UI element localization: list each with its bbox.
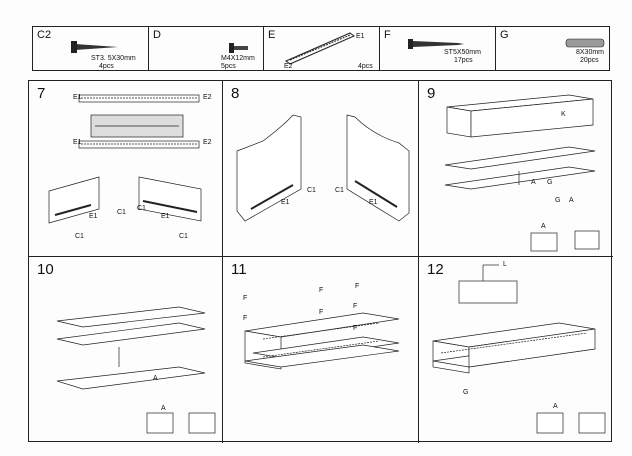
screw-icon bbox=[71, 41, 118, 53]
step-11-illustration bbox=[244, 312, 400, 370]
part-spec-e2: E2 bbox=[284, 63, 293, 70]
label-a: A bbox=[153, 375, 158, 382]
label-e1: E1 bbox=[161, 213, 170, 220]
label-c1: C1 bbox=[137, 205, 146, 212]
label-e1: E1 bbox=[73, 94, 82, 101]
part-spec: ST3. 5X30mm bbox=[91, 55, 136, 62]
label-a: A bbox=[541, 223, 546, 230]
step-12: 12 L G A bbox=[419, 257, 613, 443]
label-f: F bbox=[319, 309, 324, 316]
label-f: F bbox=[353, 325, 358, 332]
label-e1: E1 bbox=[369, 199, 378, 206]
step-number: 12 bbox=[427, 261, 444, 278]
part-qty: 5pcs bbox=[221, 63, 236, 70]
assembly-steps: 7 E1 E2 E1 E2 C1 C1 bbox=[28, 80, 613, 443]
part-qty: 4pcs bbox=[99, 63, 114, 70]
label-f: F bbox=[319, 287, 324, 294]
part-code: E bbox=[268, 29, 276, 41]
step-number: 9 bbox=[427, 85, 436, 102]
step-12-illustration bbox=[432, 264, 606, 434]
label-f: F bbox=[353, 303, 358, 310]
part-qty: 20pcs bbox=[580, 57, 599, 64]
part-qty: 17pcs bbox=[454, 57, 473, 64]
step-9: 9 K G A G A A bbox=[419, 81, 613, 257]
drawer-slide-icon bbox=[285, 32, 355, 65]
label-c1: C1 bbox=[307, 187, 316, 194]
part-e: E E1 E2 4pcs bbox=[264, 27, 380, 70]
step-number: 11 bbox=[231, 261, 247, 278]
part-spec: ST5X50mm bbox=[444, 49, 481, 56]
part-d: D M4X12mm 5pcs bbox=[149, 27, 264, 70]
label-e1: E1 bbox=[73, 139, 82, 146]
parts-legend: C2 ST3. 5X30mm 4pcs D M4X12mm 5pcs E E1 bbox=[32, 26, 610, 71]
part-code: G bbox=[500, 29, 509, 41]
label-g: G bbox=[555, 197, 561, 204]
part-f: F ST5X50mm 17pcs bbox=[380, 27, 496, 70]
label-e2: E2 bbox=[203, 139, 212, 146]
step-number: 8 bbox=[231, 85, 240, 102]
label-g: G bbox=[463, 389, 469, 396]
dowel-icon bbox=[565, 38, 605, 48]
bolt-icon bbox=[229, 43, 248, 53]
label-c1: C1 bbox=[117, 209, 126, 216]
label-c1: C1 bbox=[179, 233, 188, 240]
part-spec: 8X30mm bbox=[576, 49, 605, 56]
step-10: 10 A A bbox=[29, 257, 223, 443]
label-f: F bbox=[243, 295, 248, 302]
label-a: A bbox=[531, 179, 536, 186]
step-8-illustration bbox=[236, 114, 410, 222]
label-l: L bbox=[503, 261, 507, 268]
label-g: G bbox=[547, 179, 553, 186]
part-code: D bbox=[153, 29, 161, 41]
label-k: K bbox=[561, 111, 566, 118]
part-g: G 8X30mm 20pcs bbox=[496, 27, 609, 70]
label-f: F bbox=[243, 315, 248, 322]
label-c1: C1 bbox=[75, 233, 84, 240]
label-e1: E1 bbox=[89, 213, 98, 220]
step-9-illustration bbox=[444, 94, 600, 252]
label-a: A bbox=[569, 197, 574, 204]
label-e2: E2 bbox=[203, 94, 212, 101]
long-screw-icon bbox=[408, 39, 464, 49]
step-11: 11 F F F F F F F bbox=[223, 257, 419, 443]
step-number: 10 bbox=[37, 261, 54, 278]
step-10-illustration bbox=[56, 306, 216, 434]
part-spec-e1: E1 bbox=[356, 33, 365, 40]
step-7-illustration bbox=[48, 94, 202, 224]
label-c1: C1 bbox=[335, 187, 344, 194]
step-7: 7 E1 E2 E1 E2 C1 C1 bbox=[29, 81, 223, 257]
part-code: F bbox=[384, 29, 391, 41]
label-e1: E1 bbox=[281, 199, 290, 206]
step-8: 8 E1 C1 C1 E1 bbox=[223, 81, 419, 257]
part-spec: M4X12mm bbox=[221, 55, 255, 62]
part-c2: C2 ST3. 5X30mm 4pcs bbox=[33, 27, 149, 70]
part-code: C2 bbox=[37, 29, 52, 41]
label-a: A bbox=[161, 405, 166, 412]
step-number: 7 bbox=[37, 85, 46, 102]
part-qty: 4pcs bbox=[358, 63, 373, 70]
label-a: A bbox=[553, 403, 558, 410]
label-f: F bbox=[355, 283, 360, 290]
